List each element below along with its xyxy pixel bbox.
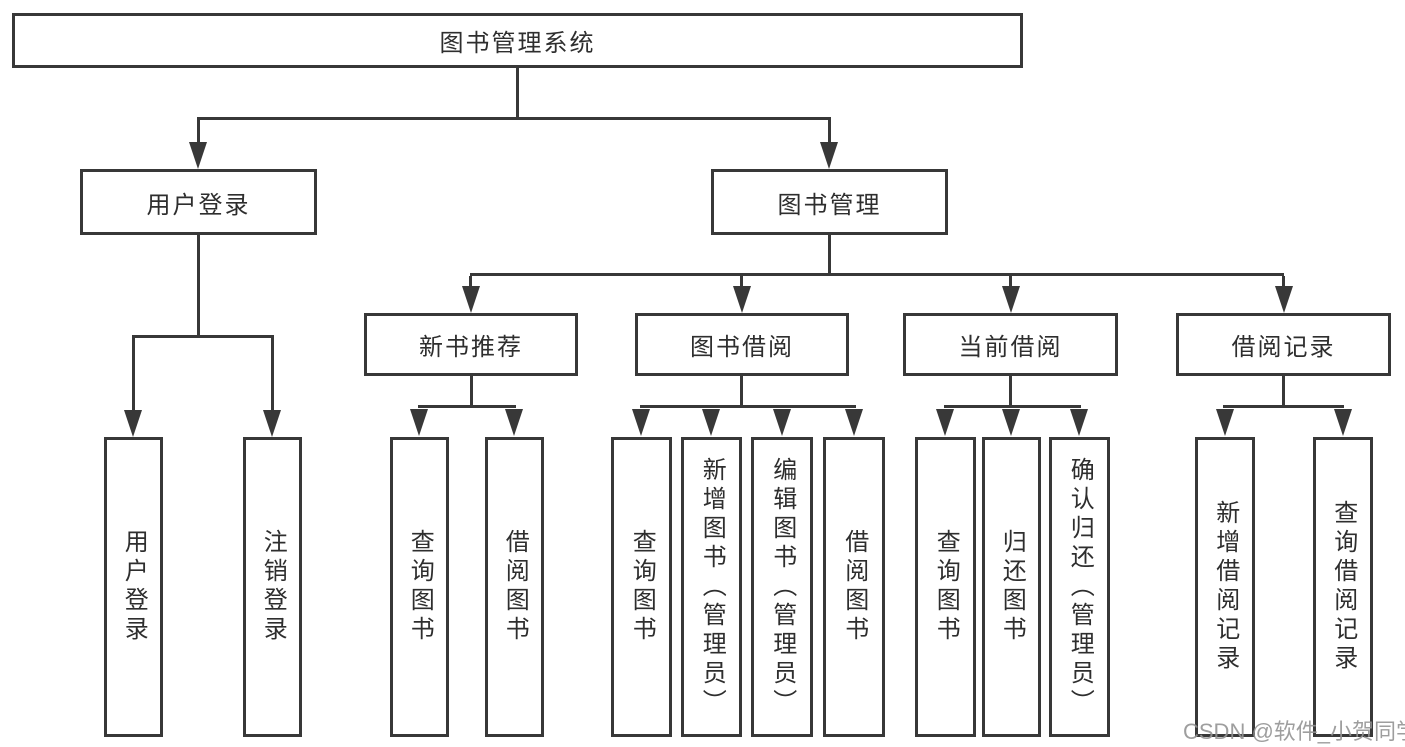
arrow-to-leaf-query-books-borrowing: [632, 409, 650, 436]
connector-to-user-login-stem: [197, 120, 200, 145]
connector-records-split: [1223, 405, 1344, 408]
connector-user-login-stem: [197, 234, 200, 338]
arrow-to-current-borrowing: [1002, 286, 1020, 313]
leaf-query-books-borrowing: 查询图书: [611, 437, 672, 737]
connector-borrowing-stem: [740, 376, 743, 408]
leaf-query-books-recommend: 查询图书: [390, 437, 449, 737]
node-book-management: 图书管理: [711, 169, 948, 235]
leaf-confirm-return-admin: 确认归还（管理员）: [1049, 437, 1110, 737]
node-new-book-recommendation: 新书推荐: [364, 313, 578, 376]
connector-borrowing-split: [640, 405, 856, 408]
connector-leaf-logout-stem: [271, 338, 274, 412]
arrow-to-new-book-recommendation: [462, 286, 480, 313]
arrow-to-leaf-add-books: [702, 409, 720, 436]
arrow-to-book-borrowing: [733, 286, 751, 313]
leaf-borrow-books-borrowing: 借阅图书: [823, 437, 885, 737]
connector-to-book-management-stem: [828, 120, 831, 145]
node-user-login: 用户登录: [80, 169, 317, 235]
arrow-to-leaf-query-books-current: [936, 409, 954, 436]
connector-current-drop: [1009, 276, 1012, 288]
arrow-to-borrowing-records: [1275, 286, 1293, 313]
leaf-user-login: 用户登录: [104, 437, 163, 737]
arrow-to-book-management: [820, 142, 838, 169]
connector-book-management-stem: [828, 234, 831, 276]
arrow-to-leaf-add-borrow-record: [1216, 409, 1234, 436]
connector-borrowing-drop: [740, 276, 743, 288]
leaf-edit-books-admin: 编辑图书（管理员）: [751, 437, 813, 737]
node-book-borrowing: 图书借阅: [635, 313, 849, 376]
connector-user-login-split: [132, 335, 274, 338]
arrow-to-leaf-query-books-recommend: [410, 409, 428, 436]
connector-records-stem: [1282, 376, 1285, 408]
node-borrowing-records: 借阅记录: [1176, 313, 1391, 376]
connector-leaf-user-login-stem: [132, 338, 135, 412]
arrow-to-leaf-edit-books: [773, 409, 791, 436]
leaf-add-borrow-record: 新增借阅记录: [1195, 437, 1255, 737]
connector-recommend-drop: [469, 276, 472, 288]
arrow-to-leaf-query-borrow-record: [1334, 409, 1352, 436]
arrow-to-leaf-return-books: [1002, 409, 1020, 436]
leaf-logout: 注销登录: [243, 437, 302, 737]
leaf-add-books-admin: 新增图书（管理员）: [681, 437, 742, 737]
leaf-return-books: 归还图书: [982, 437, 1041, 737]
arrow-to-user-login: [189, 142, 207, 169]
arrow-to-leaf-borrow-books-recommend: [505, 409, 523, 436]
connector-book-management-split: [470, 273, 1284, 276]
leaf-borrow-books-recommend: 借阅图书: [485, 437, 544, 737]
connector-recommend-split: [418, 405, 516, 408]
csdn-watermark: CSDN @软件_小贺同学: [1183, 719, 1405, 744]
node-current-borrowing: 当前借阅: [903, 313, 1118, 376]
leaf-query-books-current: 查询图书: [915, 437, 976, 737]
arrow-to-leaf-borrow-books-borrowing: [845, 409, 863, 436]
leaf-query-borrow-record: 查询借阅记录: [1313, 437, 1373, 737]
connector-current-split: [944, 405, 1081, 408]
arrow-to-leaf-logout: [263, 410, 281, 437]
connector-root-stem: [516, 68, 519, 120]
connector-records-drop: [1282, 276, 1285, 288]
arrow-to-leaf-user-login: [124, 410, 142, 437]
connector-recommend-stem: [470, 376, 473, 408]
arrow-to-leaf-confirm-return: [1070, 409, 1088, 436]
node-library-management-system: 图书管理系统: [12, 13, 1023, 68]
connector-root-split: [197, 117, 831, 120]
connector-current-stem: [1009, 376, 1012, 408]
